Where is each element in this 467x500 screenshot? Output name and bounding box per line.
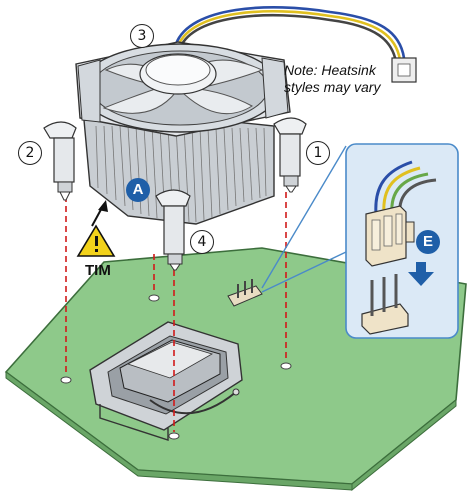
push-pin-left <box>43 121 77 201</box>
cpu-socket <box>89 321 243 441</box>
connector-inset <box>345 143 459 339</box>
step-1-label: 1 <box>306 141 330 165</box>
mount-hole-left <box>60 376 72 384</box>
note-line-1: Note: Heatsink <box>284 62 376 78</box>
step-4-label: 4 <box>190 230 214 254</box>
mount-hole-right <box>280 362 292 370</box>
push-pin-front <box>155 189 191 271</box>
board-header <box>361 274 409 335</box>
tim-label: TIM <box>85 262 111 279</box>
fan-cable <box>174 6 406 63</box>
fan-plug <box>365 205 415 267</box>
step-3-label: 3 <box>130 24 154 48</box>
warning-triangle-icon <box>76 224 116 257</box>
fan-header <box>227 279 263 307</box>
mount-hole-front <box>168 432 180 440</box>
push-pin-right <box>273 117 307 193</box>
heatsink-note: Note: Heatsink styles may vary <box>284 62 380 96</box>
tim-indicator <box>91 200 108 227</box>
down-arrow-icon <box>408 262 434 286</box>
badge-a: A <box>126 178 150 202</box>
note-line-2: styles may vary <box>284 79 381 95</box>
badge-e: E <box>416 230 440 254</box>
alignment-guides <box>65 192 287 432</box>
cable-connector <box>391 57 417 83</box>
step-2-label: 2 <box>18 141 42 165</box>
mount-hole-back <box>148 294 160 302</box>
inset-callout-lines <box>261 145 347 293</box>
